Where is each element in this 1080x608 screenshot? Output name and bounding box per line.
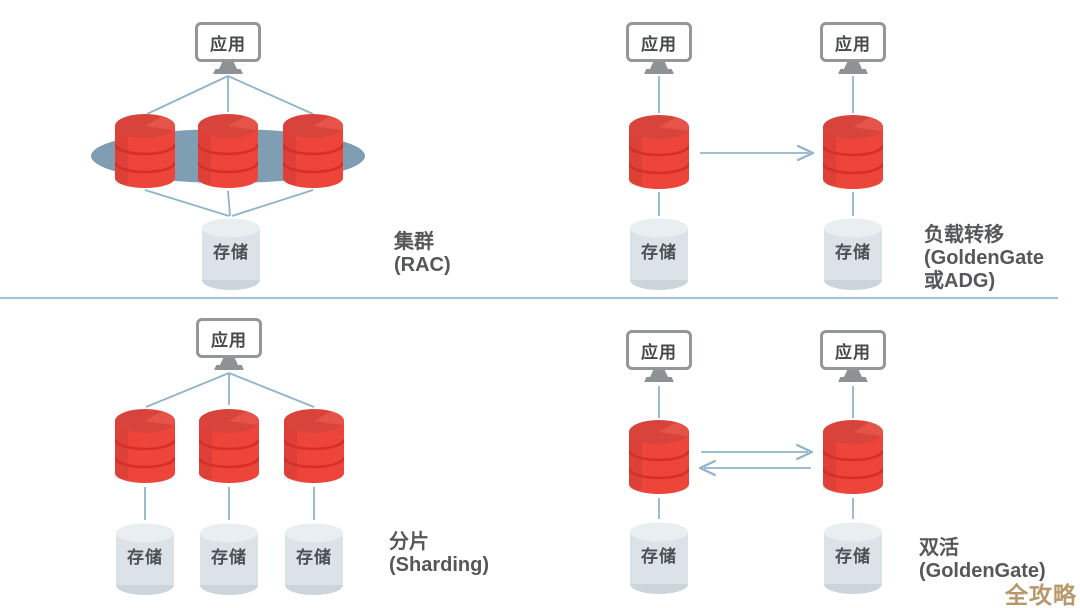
monitor-stand [844, 62, 862, 69]
storage-cylinder-icon: 存储 [630, 520, 688, 596]
storage-cylinder-icon: 存储 [202, 216, 260, 292]
app-node-label: 应用 [196, 318, 262, 358]
label-failover: 负载转移 (GoldenGate 或ADG) [924, 224, 1044, 293]
database-cylinder-icon [198, 113, 258, 191]
storage-cylinder-icon: 存储 [116, 521, 174, 597]
connector-lines [144, 75, 854, 520]
monitor-icon: 应用 [196, 318, 262, 370]
monitor-base [838, 69, 868, 74]
label-line: (RAC) [394, 254, 451, 276]
app-node-label: 应用 [820, 330, 886, 370]
arrow-right-icon [796, 144, 815, 162]
label-line: (GoldenGate [924, 247, 1045, 269]
monitor-base [838, 377, 868, 382]
monitor-icon: 应用 [820, 22, 886, 74]
monitor-stand [844, 370, 862, 377]
label-line: 集群 [394, 231, 434, 253]
monitor-icon: 应用 [820, 330, 886, 382]
storage-cylinder-icon: 存储 [200, 521, 258, 597]
monitor-stand [650, 370, 668, 377]
app-node-label: 应用 [820, 22, 886, 62]
monitor-stand [650, 62, 668, 69]
storage-node-label: 存储 [127, 548, 163, 567]
label-line: 或ADG) [924, 270, 996, 292]
label-line: (Sharding) [389, 554, 489, 576]
monitor-stand [219, 62, 237, 69]
storage-cylinder-icon: 存储 [824, 216, 882, 292]
storage-cylinder-icon: 存储 [824, 520, 882, 596]
monitor-stand [220, 358, 238, 365]
label-dual-active: 双活 (GoldenGate) [919, 537, 1046, 583]
label-line: 分片 [389, 531, 429, 553]
label-line: 双活 [919, 537, 959, 559]
storage-node-label: 存储 [296, 548, 332, 567]
monitor-base [644, 69, 674, 74]
database-cylinder-icon [283, 113, 343, 191]
database-cylinder-icon [115, 408, 175, 486]
database-cylinder-icon [823, 419, 883, 497]
arrowheads [698, 144, 815, 477]
monitor-base [213, 69, 243, 74]
label-rac: 集群 (RAC) [394, 231, 451, 277]
database-cylinder-icon [199, 408, 259, 486]
label-line: (GoldenGate) [919, 560, 1046, 582]
app-node-label: 应用 [195, 22, 261, 62]
database-cylinder-icon [629, 114, 689, 192]
monitor-icon: 应用 [195, 22, 261, 74]
watermark: 全攻略 [1005, 582, 1077, 608]
storage-node-label: 存储 [211, 548, 247, 567]
app-node-label: 应用 [626, 330, 692, 370]
monitor-base [214, 365, 244, 370]
label-sharding: 分片 (Sharding) [389, 531, 489, 577]
storage-node-label: 存储 [641, 243, 677, 262]
storage-node-label: 存储 [835, 547, 871, 566]
storage-node-label: 存储 [641, 547, 677, 566]
storage-cylinder-icon: 存储 [285, 521, 343, 597]
storage-cylinder-icon: 存储 [630, 216, 688, 292]
arrow-left-icon [698, 459, 717, 477]
arrow-right-icon [795, 443, 814, 461]
database-cylinder-icon [823, 114, 883, 192]
storage-node-label: 存储 [835, 243, 871, 262]
label-line: 负载转移 [924, 224, 1004, 246]
database-cylinder-icon [629, 419, 689, 497]
database-cylinder-icon [284, 408, 344, 486]
monitor-icon: 应用 [626, 330, 692, 382]
monitor-icon: 应用 [626, 22, 692, 74]
storage-node-label: 存储 [213, 243, 249, 262]
app-node-label: 应用 [626, 22, 692, 62]
monitor-base [644, 377, 674, 382]
database-cylinder-icon [115, 113, 175, 191]
